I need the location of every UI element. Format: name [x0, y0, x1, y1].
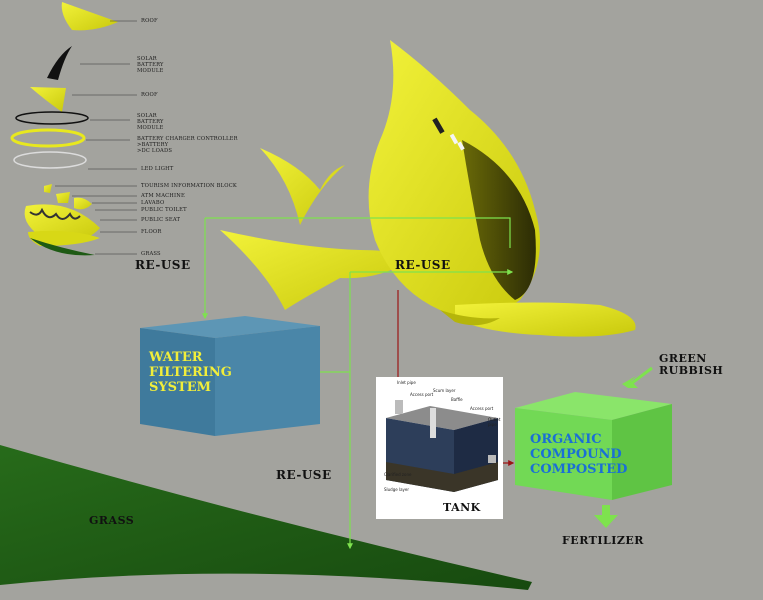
- green-rubbish-arrow-shaft: [627, 366, 653, 388]
- solar-ring: [15, 111, 89, 125]
- label-solar-2: SOLAR BATTERY MODULE: [137, 113, 164, 131]
- tank-label-baffle: Baffle: [451, 397, 463, 402]
- organic-box-front: [515, 408, 612, 500]
- fertilizer-arrow: [594, 505, 618, 528]
- tank-sludge: [386, 462, 498, 492]
- tank-outlet-pipe: [488, 455, 496, 463]
- base-platform: [455, 302, 636, 337]
- charger-ring: [10, 128, 86, 148]
- left-wing: [260, 148, 345, 225]
- tank-label-scum: Scum layer: [433, 388, 456, 393]
- water-filtering-title: WATER FILTERING SYSTEM: [149, 350, 232, 395]
- organic-box-side: [612, 404, 672, 500]
- label-grass-small: GRASS: [141, 251, 161, 257]
- grass-piece: [30, 238, 95, 256]
- label-fertilizer: FERTILIZER: [562, 534, 644, 547]
- organic-box-top: [515, 392, 672, 420]
- tank-label-inlet: Inlet pipe: [397, 380, 416, 385]
- floor-piece: [28, 230, 100, 246]
- atm-block: [56, 192, 70, 203]
- label-tank: TANK: [443, 501, 481, 514]
- tank-label-sludge: Sludge layer: [384, 487, 410, 492]
- organic-compound-title: ORGANIC COMPOUND COMPOSTED: [530, 432, 628, 477]
- tank-baffle: [430, 408, 436, 438]
- leader-lines: [55, 20, 137, 255]
- exploded-components: [10, 2, 118, 256]
- label-charger: BATTERY CHARGER CONTROLLER >BATTERY >DC …: [137, 136, 238, 154]
- roof-piece-top: [61, 2, 118, 31]
- label-floor: FLOOR: [141, 229, 162, 235]
- roof-piece-lower: [30, 87, 66, 112]
- label-solar-1: SOLAR BATTERY MODULE: [137, 56, 164, 74]
- label-seat: PUBLIC SEAT: [141, 217, 181, 223]
- tank-label-outlet: Outlet pipe: [488, 417, 501, 427]
- tank-inlet-pipe: [395, 400, 403, 414]
- organic-compound-box: [515, 392, 672, 500]
- water-box-front: [140, 328, 215, 436]
- interior-opening: [462, 140, 536, 300]
- label-tourism: TOURISM INFORMATION BLOCK: [141, 183, 237, 189]
- bench-wing: [220, 230, 410, 310]
- label-reuse-left: RE-USE: [135, 258, 191, 272]
- assembled-structure: [220, 40, 636, 337]
- label-toilet: PUBLIC TOILET: [141, 207, 187, 213]
- body-shadow: [440, 310, 500, 326]
- label-reuse-bottom: RE-USE: [276, 468, 332, 482]
- label-reuse-center: RE-USE: [395, 258, 451, 272]
- tank-label-access-2: Access port: [470, 406, 494, 411]
- water-box-side: [215, 326, 320, 436]
- label-green-rubbish: GREEN RUBBISH: [659, 352, 724, 377]
- label-roof-1: ROOF: [141, 18, 158, 24]
- label-atm: ATM MACHINE: [141, 193, 186, 199]
- led-ring: [13, 151, 87, 169]
- tank-label-access-1: Access port: [410, 392, 434, 397]
- tank-top-face: [386, 406, 498, 430]
- grass-swoosh: [0, 445, 532, 590]
- solar-slot-2: [449, 133, 459, 145]
- solar-slot-3: [457, 141, 465, 151]
- label-led: LED LIGHT: [141, 166, 174, 172]
- tank-label-clarified: Clarified zone: [384, 472, 412, 477]
- water-filtering-box: [140, 316, 320, 436]
- seat-line: [29, 207, 81, 220]
- solar-module-top: [47, 46, 72, 80]
- water-box-top: [140, 316, 320, 338]
- solar-slot-1: [432, 117, 445, 134]
- tourism-block: [44, 184, 52, 193]
- label-lavabo: LAVABO: [141, 200, 165, 206]
- tank-illustration: [376, 377, 503, 519]
- lavabo-block: [74, 197, 92, 210]
- label-grass: GRASS: [89, 514, 135, 527]
- flow-top-rail: [205, 217, 511, 248]
- label-roof-2: ROOF: [141, 92, 158, 98]
